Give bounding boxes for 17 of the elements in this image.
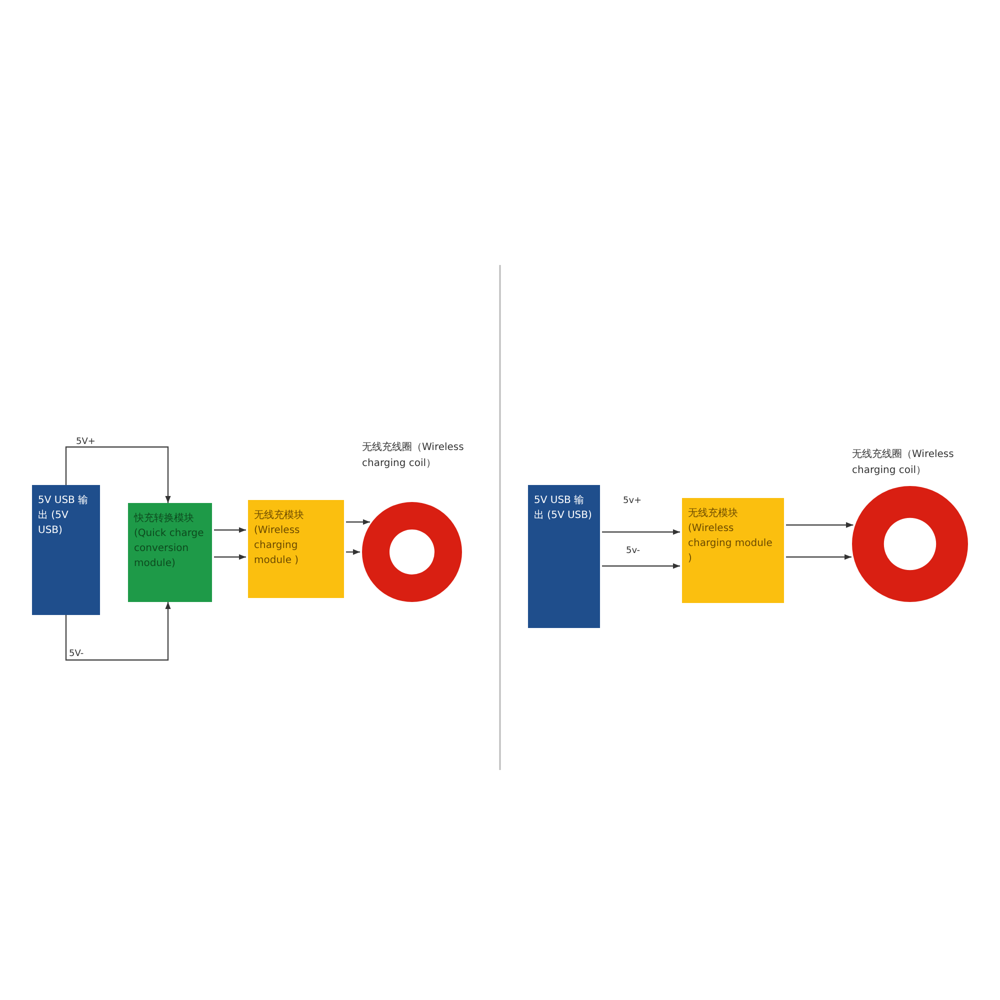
- arrow: [602, 563, 680, 569]
- conversion-module-box: 快充转换模块 (Quick charge conversion module): [128, 503, 212, 602]
- usb-output-box: 5V USB 输出 (5V USB): [32, 485, 100, 615]
- usb-output-box: 5V USB 输出 (5V USB): [528, 485, 600, 628]
- arrow: [214, 554, 246, 560]
- wireless-module-box: 无线充模块 (Wireless charging module ): [248, 500, 344, 598]
- arrow: [786, 522, 854, 528]
- arrow: [346, 549, 360, 555]
- arrow: [346, 519, 370, 525]
- wireless-module-box: 无线充模块 (Wireless charging module ): [682, 498, 784, 603]
- coil-label: 无线充线圈（Wireless charging coil）: [852, 448, 955, 478]
- arrow: [786, 554, 852, 560]
- arrow: [602, 529, 680, 535]
- arrow: [214, 527, 246, 533]
- arrow: [65, 446, 171, 503]
- arrow: [65, 602, 171, 661]
- coil-label: 无线充线圈（Wireless charging coil）: [362, 440, 465, 471]
